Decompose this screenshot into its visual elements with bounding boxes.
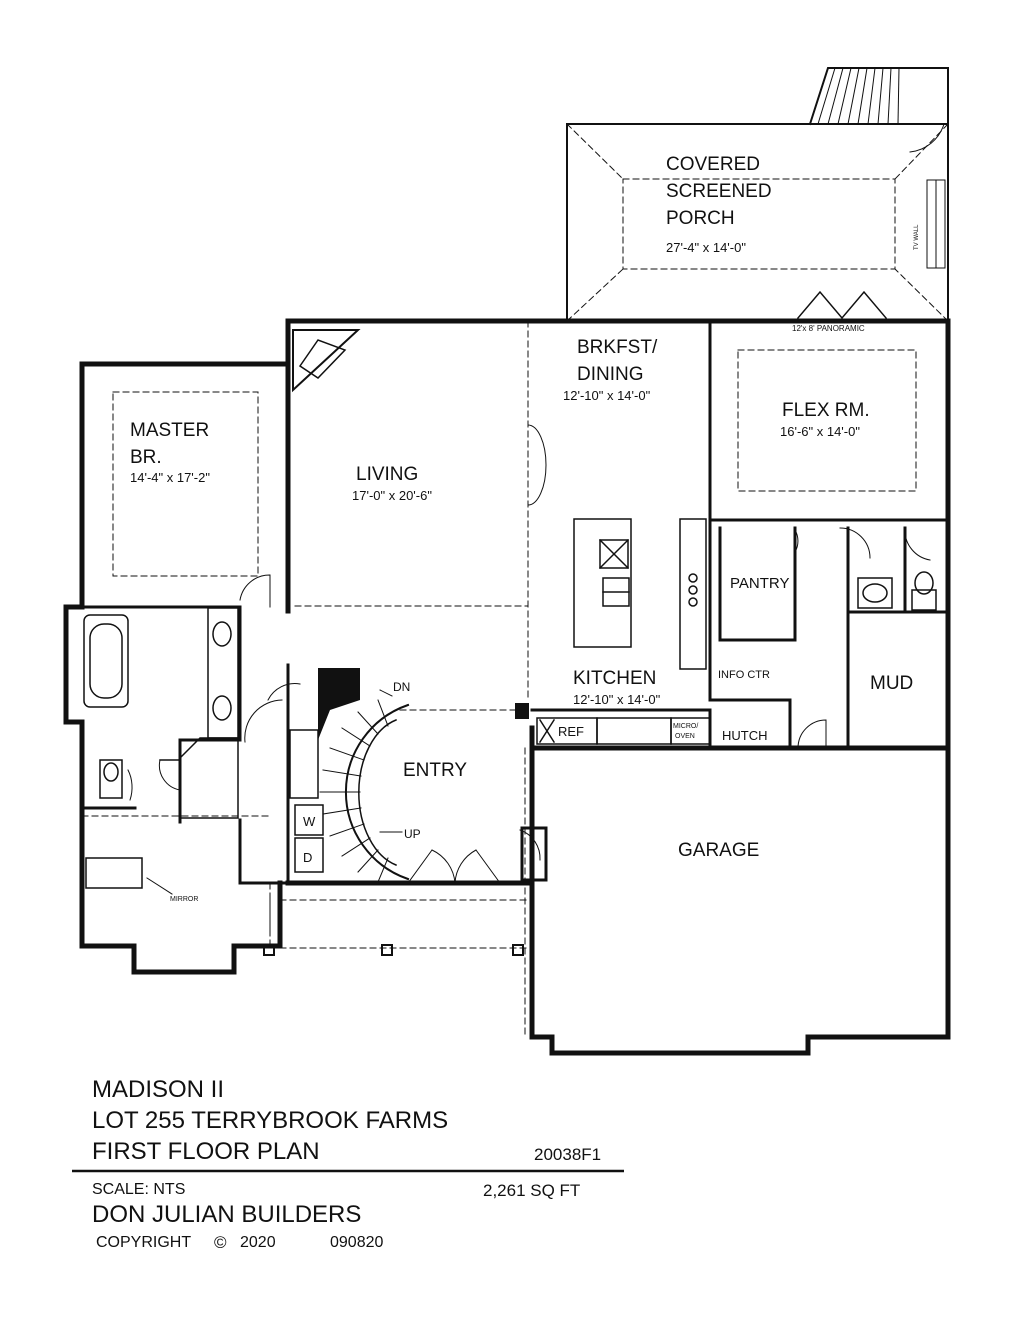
dashed-lines	[81, 320, 917, 1038]
porch-size: 27'-4" x 14'-0"	[666, 240, 746, 255]
garage-name: GARAGE	[678, 840, 759, 861]
dining-name-1: BRKFST/	[577, 337, 658, 358]
living-name: LIVING	[356, 464, 418, 485]
interior-walls	[80, 319, 950, 885]
master-name-1: MASTER	[130, 420, 209, 441]
dining-size: 12'-10" x 14'-0"	[563, 388, 651, 403]
doors	[127, 424, 931, 884]
kitchen-name: KITCHEN	[573, 668, 656, 689]
dryer-label: D	[303, 850, 312, 865]
stair-up-label: UP	[404, 827, 421, 841]
copyright-symbol: ©	[214, 1233, 227, 1252]
copyright-year: 2020	[240, 1234, 276, 1251]
living-size: 17'-0" x 20'-6"	[352, 488, 432, 503]
fireplace	[292, 329, 361, 393]
area-note: 2,261 SQ FT	[483, 1181, 581, 1200]
room-labels: COVERED SCREENED PORCH 27'-4" x 14'-0" T…	[130, 154, 920, 903]
kitchen-island	[573, 518, 632, 648]
mirror-label: MIRROR	[170, 896, 198, 903]
micro-label-2: OVEN	[675, 733, 695, 740]
powder-bath-fixtures	[857, 571, 937, 611]
stair-dn-label: DN	[393, 680, 410, 694]
porch-name-1: COVERED	[666, 154, 760, 175]
entry-name: ENTRY	[403, 760, 467, 781]
porch-stairs	[808, 67, 949, 126]
title-rule	[72, 1169, 624, 1173]
kitchen-size: 12'-10" x 14'-0"	[573, 692, 661, 707]
date-code: 090820	[330, 1234, 384, 1251]
kitchen-counter	[536, 518, 711, 745]
plan-number: 20038F1	[534, 1145, 602, 1164]
copyright-label: COPYRIGHT	[96, 1234, 192, 1251]
columns	[263, 703, 548, 956]
floor-plan: COVERED SCREENED PORCH 27'-4" x 14'-0" T…	[63, 67, 951, 1056]
plan-name: MADISON II	[92, 1076, 225, 1103]
hutch-label: HUTCH	[722, 728, 768, 743]
flex-size: 16'-6" x 14'-0"	[780, 424, 860, 439]
dining-name-2: DINING	[577, 364, 644, 385]
exterior-walls	[63, 318, 951, 1056]
ref-label: REF	[558, 724, 584, 739]
tv-wall-label: TV WALL	[914, 224, 920, 250]
master-bath-fixtures	[83, 607, 239, 889]
micro-label-1: MICRO/	[673, 723, 698, 730]
info-ctr-label: INFO CTR	[718, 669, 770, 681]
master-name-2: BR.	[130, 447, 162, 468]
flex-name: FLEX RM.	[782, 400, 870, 421]
builder-name: DON JULIAN BUILDERS	[92, 1201, 362, 1228]
pantry-name: PANTRY	[730, 575, 789, 592]
lot-name: LOT 255 TERRYBROOK FARMS	[92, 1107, 449, 1134]
curved-stair	[318, 668, 410, 883]
panoramic-door	[796, 290, 888, 320]
porch-name-2: SCREENED	[666, 181, 772, 202]
washer-label: W	[303, 814, 316, 829]
mud-name: MUD	[870, 673, 913, 694]
title-block: MADISON II LOT 255 TERRYBROOK FARMS FIRS…	[0, 1060, 1024, 1326]
master-size: 14'-4" x 17'-2"	[130, 470, 210, 485]
scale-note: SCALE: NTS	[92, 1181, 186, 1198]
laundry	[289, 729, 324, 873]
panoramic-label: 12'x 8' PANORAMIC	[792, 324, 865, 333]
porch-name-3: PORCH	[666, 208, 735, 229]
sheet-name: FIRST FLOOR PLAN	[92, 1138, 320, 1165]
mirror-leader	[146, 877, 173, 895]
